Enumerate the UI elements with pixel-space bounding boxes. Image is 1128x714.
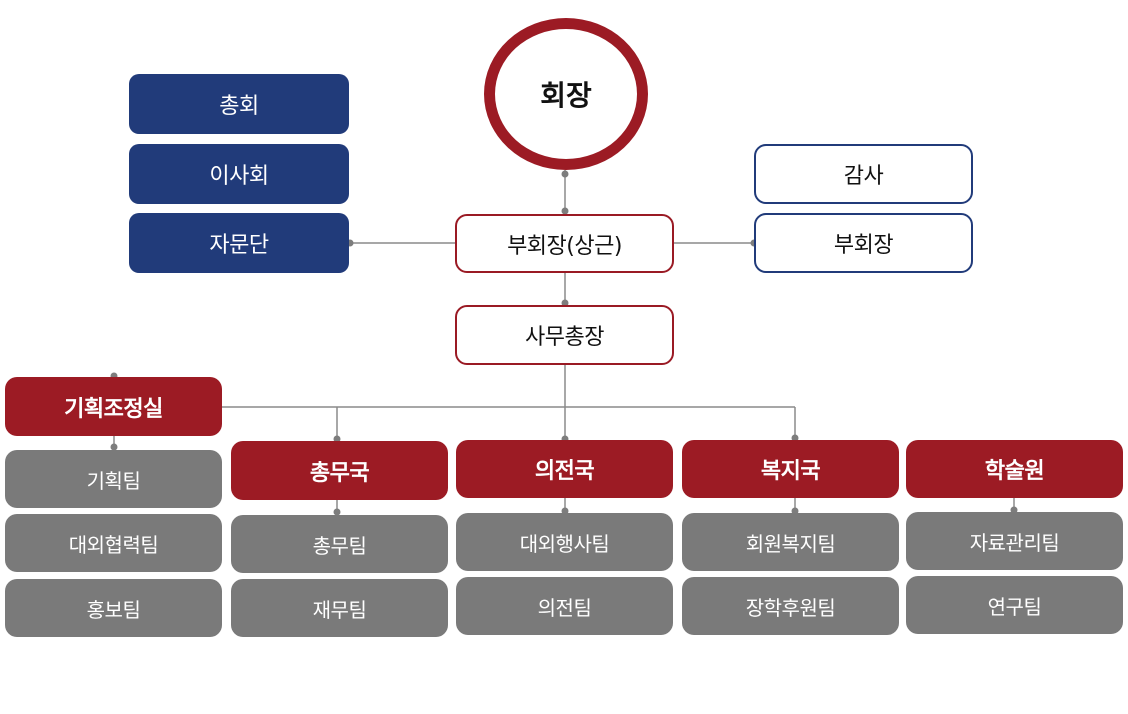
standing-vice-president-node: 부회장(상근)	[455, 214, 674, 273]
dept-welfare-node: 복지국	[682, 440, 899, 498]
secretary-general-node: 사무총장	[455, 305, 674, 365]
team-node: 자료관리팀	[906, 512, 1123, 570]
connector-dot	[333, 435, 341, 443]
vice-president-node: 부회장	[754, 213, 973, 273]
board-node: 이사회	[129, 144, 349, 204]
team-node: 대외행사팀	[456, 513, 673, 571]
dept-general-affairs-node: 총무국	[231, 441, 448, 500]
connector-dot	[561, 207, 569, 215]
connector-dot	[561, 170, 569, 178]
team-node: 의전팀	[456, 577, 673, 635]
team-node: 장학후원팀	[682, 577, 899, 635]
connector-dot	[110, 443, 118, 451]
connector-dot	[791, 434, 799, 442]
connector-dot	[561, 299, 569, 307]
team-node: 총무팀	[231, 515, 448, 573]
president-node: 회장	[484, 18, 648, 170]
team-node: 재무팀	[231, 579, 448, 637]
team-node: 회원복지팀	[682, 513, 899, 571]
connector-dot	[1010, 506, 1018, 514]
team-node: 홍보팀	[5, 579, 222, 637]
general-assembly-node: 총회	[129, 74, 349, 134]
team-node: 대외협력팀	[5, 514, 222, 572]
team-node: 연구팀	[906, 576, 1123, 634]
dept-ceremony-node: 의전국	[456, 440, 673, 498]
team-node: 기획팀	[5, 450, 222, 508]
connector-dot	[791, 507, 799, 515]
connector-dot	[561, 507, 569, 515]
advisory-node: 자문단	[129, 213, 349, 273]
dept-planning-node: 기획조정실	[5, 377, 222, 436]
dept-academy-node: 학술원	[906, 440, 1123, 498]
connector-dot	[333, 508, 341, 516]
auditor-node: 감사	[754, 144, 973, 204]
